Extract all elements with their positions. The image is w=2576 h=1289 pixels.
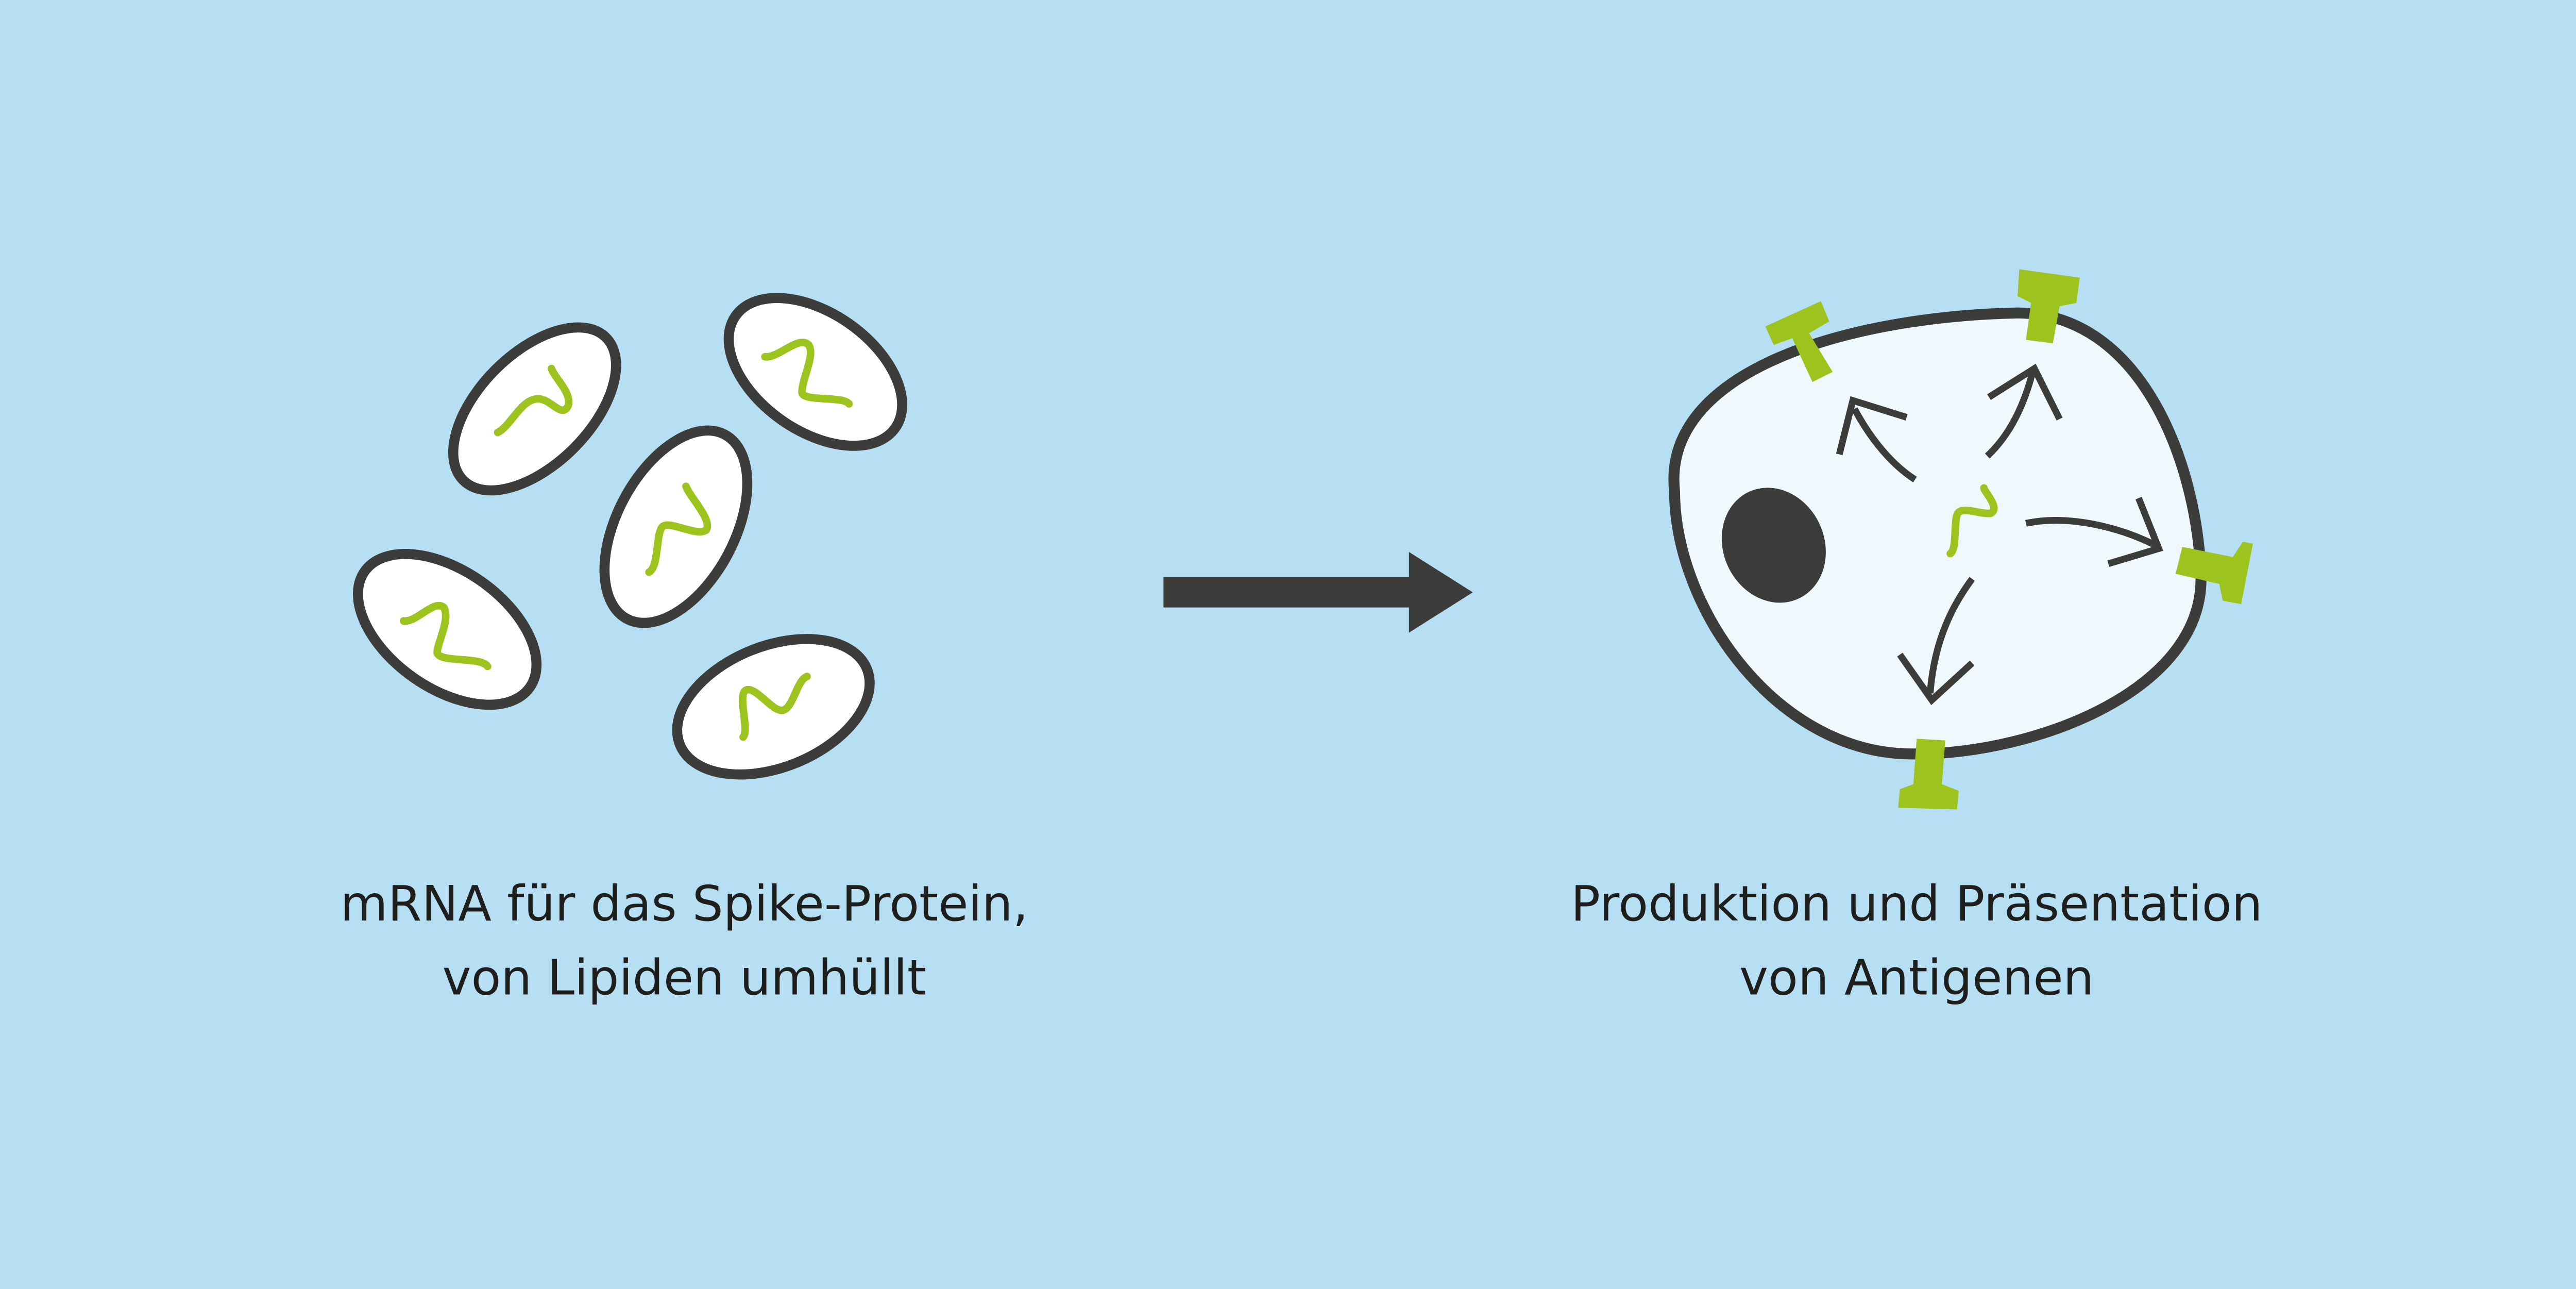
mrna-strand xyxy=(1946,484,1998,558)
antigen-spike-1 xyxy=(1765,301,1833,382)
transport-arrows xyxy=(1836,363,2163,706)
antigen-spike-2 xyxy=(2018,269,2080,344)
left-caption-line-1: mRNA für das Spike-Protein, xyxy=(341,876,1028,932)
antigen-spike-3 xyxy=(2175,542,2253,605)
process-arrow-icon xyxy=(1163,551,1473,633)
cell-nucleus xyxy=(1721,488,1826,603)
lipid-particle-5 xyxy=(672,634,875,780)
lipid-particle-3 xyxy=(599,425,753,628)
antigen-spikes xyxy=(1765,269,2253,810)
cell xyxy=(1668,269,2253,810)
right-caption-line-2: von Antigenen xyxy=(1739,950,2094,1007)
lipid-nanoparticles xyxy=(353,293,907,780)
left-caption-line-2: von Lipiden umhüllt xyxy=(442,950,926,1007)
right-caption-line-1: Produktion und Präsentation xyxy=(1571,876,2263,932)
antigen-spike-4 xyxy=(1898,739,1959,810)
lipid-particle-4 xyxy=(353,549,542,710)
lipid-particle-2 xyxy=(723,293,907,451)
lipid-particle-1 xyxy=(448,322,621,496)
